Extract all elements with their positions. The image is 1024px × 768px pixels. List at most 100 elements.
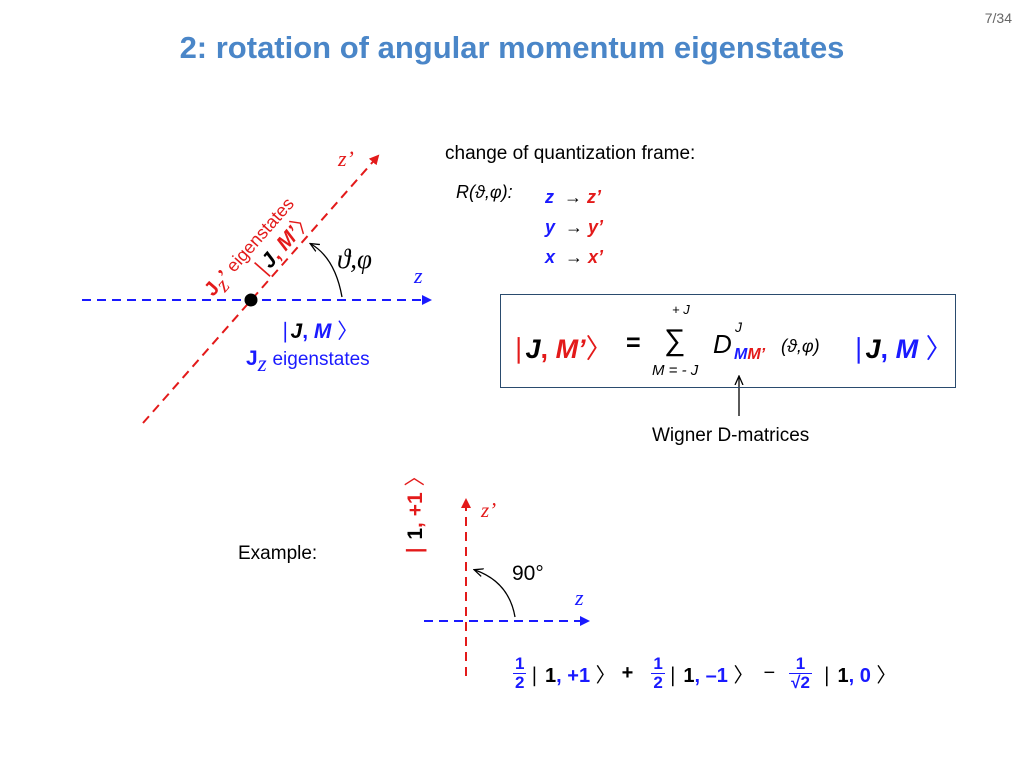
formula-rhs-ket: ∣J, M 〉 bbox=[852, 327, 953, 366]
axis-mapping-list: z → z’ y → y’ x → x’ bbox=[545, 182, 603, 272]
subscript-m: M bbox=[734, 346, 748, 363]
fraction-numerator: 1 bbox=[513, 653, 527, 674]
arrow: → bbox=[565, 247, 584, 267]
example-z-label: z bbox=[575, 585, 584, 610]
subscript-mprime: M’ bbox=[747, 346, 766, 363]
fraction-denominator: 2 bbox=[653, 672, 663, 692]
state-j: 1 bbox=[837, 664, 849, 687]
state-comma: , bbox=[302, 320, 309, 343]
bra-bar: ∣ bbox=[404, 545, 427, 557]
sum-symbol: ∑ bbox=[664, 324, 686, 357]
state-comma: , bbox=[848, 664, 855, 687]
operator-j: J bbox=[246, 347, 258, 370]
page-title: 2: rotation of angular momentum eigensta… bbox=[179, 30, 845, 65]
axis-to: y’ bbox=[588, 217, 604, 237]
state-m: +1 bbox=[567, 664, 591, 687]
state-m: –1 bbox=[705, 664, 728, 687]
eigenstates-text: eigenstates bbox=[272, 349, 370, 370]
bra-bar: ∣ bbox=[280, 320, 291, 343]
axis-to: z’ bbox=[587, 187, 602, 207]
state-j: 1 bbox=[545, 664, 557, 687]
state-j: J bbox=[290, 320, 303, 343]
example-state-label: ∣ 1, +1 〉 bbox=[399, 465, 429, 556]
fraction-numerator: 1 bbox=[651, 653, 665, 674]
operator-subscript-z: z bbox=[257, 351, 267, 376]
state-comma: , bbox=[880, 334, 889, 364]
angle-arc bbox=[311, 244, 343, 298]
zprime-axis-label: z’ bbox=[338, 146, 354, 171]
axis-from: z bbox=[545, 187, 554, 207]
axis-to: x’ bbox=[588, 247, 604, 267]
sum-upper-limit: + J bbox=[672, 302, 690, 317]
arrow: → bbox=[565, 217, 584, 237]
ket-bracket: 〉 bbox=[925, 334, 953, 364]
fraction-denominator: 2 bbox=[515, 672, 525, 692]
bra-bar: ∣ bbox=[852, 334, 866, 364]
state-comma: , bbox=[694, 664, 701, 687]
state-m: M bbox=[895, 334, 919, 364]
origin-dot bbox=[244, 293, 258, 307]
example-angle-label: 90° bbox=[512, 562, 544, 585]
state-mprime: M’ bbox=[555, 334, 586, 364]
frame-change-heading: change of quantization frame: bbox=[445, 143, 696, 164]
ket-bracket: 〉 bbox=[585, 334, 613, 364]
axis-mapping-row: z → z’ bbox=[545, 182, 603, 212]
state-j: J bbox=[865, 334, 881, 364]
state-j: 1 bbox=[683, 664, 695, 687]
rotation-args: (ϑ,φ): bbox=[469, 182, 513, 202]
coefficient-fraction: 1√2 bbox=[789, 654, 812, 692]
formula-lhs-ket: ∣J, M’〉 bbox=[512, 327, 613, 366]
ket-bracket: 〉 bbox=[733, 664, 754, 687]
minus-operator: − bbox=[763, 661, 776, 684]
state-comma: , bbox=[556, 664, 562, 687]
wigner-d-superscript: J bbox=[735, 319, 742, 335]
axis-mapping-row: y → y’ bbox=[545, 212, 603, 242]
expansion-ket-3: ∣ 1, 0 〉 bbox=[822, 659, 897, 688]
ket-bracket: 〉 bbox=[876, 664, 897, 687]
example-angle-arc bbox=[475, 570, 516, 618]
angle-label: ϑ,φ bbox=[337, 244, 372, 274]
bra-bar: ∣ bbox=[512, 334, 526, 364]
state-comma: , bbox=[404, 522, 427, 528]
axis-from: y bbox=[545, 217, 556, 237]
state-comma: , bbox=[540, 334, 549, 364]
example-label: Example: bbox=[238, 543, 318, 564]
state-m: 0 bbox=[859, 664, 871, 687]
ket-bracket: 〉 bbox=[337, 320, 359, 343]
plus-operator: + bbox=[621, 661, 634, 684]
bra-bar: ∣ bbox=[529, 664, 540, 687]
arrow: → bbox=[564, 187, 583, 207]
zprime-axis bbox=[142, 154, 380, 424]
wigner-d-subscript: MM’ bbox=[734, 346, 765, 364]
fraction-denominator: √2 bbox=[791, 672, 810, 692]
expansion-ket-2: ∣ 1, –1 〉 bbox=[668, 659, 754, 688]
formula-box bbox=[500, 294, 956, 388]
z-axis-label: z bbox=[414, 263, 423, 288]
rotation-operator: R(ϑ,φ): bbox=[456, 182, 513, 203]
state-j: J bbox=[525, 334, 541, 364]
jz-state-ket: ∣J, M 〉 bbox=[280, 315, 358, 345]
state-m: +1 bbox=[404, 492, 427, 517]
example-zprime-label: z’ bbox=[481, 498, 497, 522]
state-j: 1 bbox=[404, 527, 427, 540]
ket-bracket: 〉 bbox=[404, 465, 427, 487]
expansion-ket-1: ∣ 1, +1 〉 bbox=[529, 659, 615, 688]
ket-bracket: 〉 bbox=[595, 664, 616, 687]
state-m: M bbox=[313, 320, 332, 343]
axis-mapping-row: x → x’ bbox=[545, 242, 603, 272]
bra-bar: ∣ bbox=[821, 664, 832, 687]
axis-from: x bbox=[545, 247, 556, 267]
wigner-annotation: Wigner D-matrices bbox=[652, 425, 810, 446]
formula-equals: = bbox=[626, 329, 641, 357]
page-number: 7/34 bbox=[984, 10, 1012, 26]
wigner-d-symbol: D bbox=[713, 329, 732, 359]
bra-bar: ∣ bbox=[667, 664, 678, 687]
sum-lower-limit: M = - J bbox=[652, 362, 699, 379]
rotation-r: R bbox=[456, 182, 469, 202]
wigner-d-args: (ϑ,φ) bbox=[781, 336, 820, 356]
fraction-numerator: 1 bbox=[789, 654, 812, 674]
